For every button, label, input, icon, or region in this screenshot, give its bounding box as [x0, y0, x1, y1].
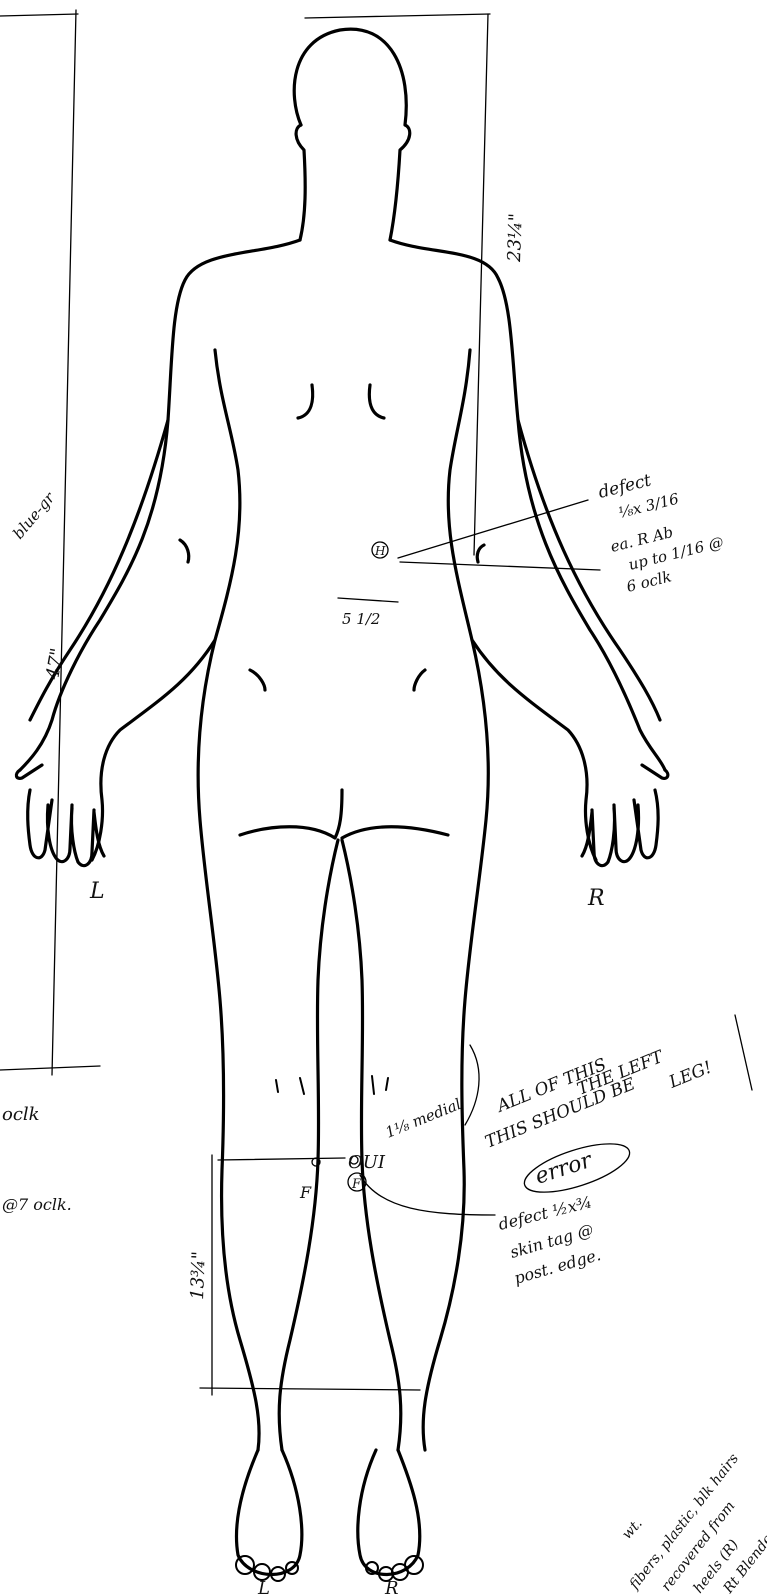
marker-f2: F — [351, 1177, 362, 1192]
elbow-left — [180, 540, 189, 562]
scapula-right — [369, 385, 384, 418]
elbow-right — [477, 545, 484, 562]
left-hand-fingers — [16, 765, 104, 866]
error-bracket — [465, 1045, 479, 1125]
left-edge-note-1: blue-gr — [9, 488, 59, 542]
back-offset-line — [338, 598, 398, 602]
labels: L R L R 23¼" 47" 5 1/2 13¾" 1⅛ medial de… — [2, 213, 767, 1595]
right-vertical-measure — [474, 14, 488, 555]
left-edge-note-3: @7 oclk. — [2, 1195, 72, 1214]
measure-leg-height: 13¾" — [187, 1251, 210, 1300]
marker-h: H — [374, 544, 386, 558]
left-top-tick — [0, 14, 78, 16]
left-arm-inner — [92, 640, 215, 860]
head-left-side — [296, 125, 305, 240]
hip-mark-left — [250, 670, 265, 690]
leg-horizontal-bottom — [200, 1388, 420, 1390]
leg-marks: OUI — [348, 1152, 386, 1173]
measurement-lines — [0, 10, 752, 1395]
right-top-tick — [305, 14, 490, 18]
head-outline — [294, 29, 410, 240]
error-side-bar — [735, 1015, 752, 1090]
hip-mark-right — [414, 670, 425, 690]
error-note-line4: LEG! — [665, 1058, 714, 1093]
buttocks-line — [240, 790, 448, 838]
torso-left-outline — [20, 240, 300, 770]
body-outline — [16, 29, 667, 1581]
leg-horizontal-top — [218, 1158, 345, 1160]
marker-f1: F — [299, 1183, 312, 1202]
figure-right-label: R — [587, 886, 605, 911]
left-bottom-tick — [0, 1066, 100, 1070]
hairs-line1: wt. — [619, 1516, 646, 1543]
measure-leg-medial: 1⅛ medial — [383, 1095, 464, 1142]
defect-leg-leader — [360, 1175, 495, 1215]
knee-marks — [276, 1076, 388, 1094]
measure-left-vertical: 47" — [42, 647, 68, 682]
foot-right-label: R — [384, 1578, 399, 1595]
foot-left-label: L — [257, 1578, 270, 1595]
waist-right — [423, 350, 488, 1450]
measure-head-waist: 23¼" — [504, 213, 527, 263]
figure-left-label: L — [89, 879, 105, 904]
right-leg-inner — [342, 840, 401, 1450]
left-vertical-measure — [52, 10, 76, 1075]
left-leg-inner — [279, 840, 338, 1450]
right-arm-inner — [472, 640, 596, 860]
measure-back-offset: 5 1/2 — [342, 610, 380, 628]
left-edge-note-2: oclk — [2, 1104, 40, 1125]
right-hand-fingers — [582, 765, 668, 866]
scapula-left — [298, 385, 313, 418]
defect-line-1 — [398, 500, 588, 558]
